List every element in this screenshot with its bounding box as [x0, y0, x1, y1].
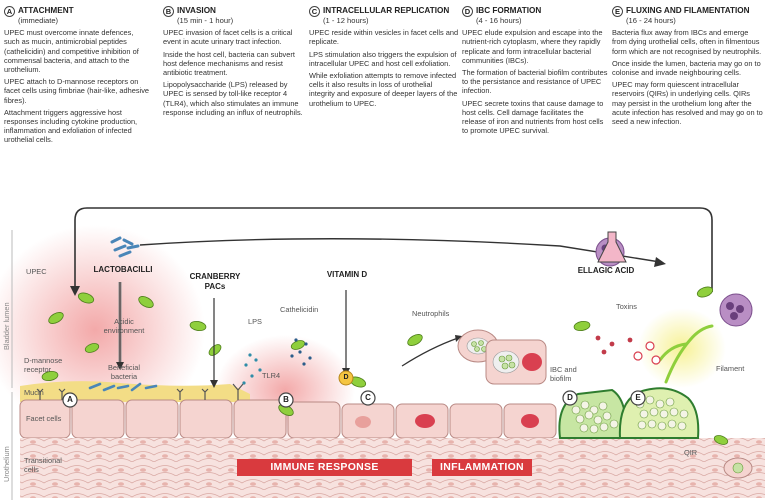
layer-label-facet: Facet cells: [26, 414, 62, 423]
label-vitamind: VITAMIN D: [326, 270, 368, 279]
stage-title: FLUXING AND FILAMENTATION: [626, 6, 750, 15]
marker-c: C: [365, 393, 371, 402]
stage-paragraph: While exfoliation attempts to remove inf…: [309, 71, 458, 108]
immune-response-band: IMMUNE RESPONSE: [270, 461, 379, 473]
stage-title: ATTACHMENT: [18, 6, 74, 15]
label-acidic: Acidic environment: [103, 317, 145, 335]
ibc-bacteria: [571, 395, 689, 434]
marker-e: E: [635, 393, 641, 402]
label-cranberry: CRANBERRY PACs: [189, 272, 241, 291]
stage-paragraph: Once inside the lumen, bacteria may go o…: [612, 58, 761, 78]
stage-paragraph: UPEC may form quiescent intracellular re…: [612, 80, 763, 127]
stage-letter: A: [4, 6, 15, 17]
beneficial-bacteria: [88, 382, 158, 392]
filament-bacteria: [658, 324, 714, 384]
stage-time: (immediate): [18, 16, 59, 25]
cathelicidin-dots: [290, 338, 312, 366]
stage-paragraph: The formation of bacterial biofilm contr…: [462, 68, 608, 96]
iron-particles: [633, 341, 661, 365]
stage-title: IBC FORMATION: [476, 6, 542, 15]
side-label-lumen: Bladder lumen: [2, 302, 11, 350]
stage-paragraph: UPEC must overcome innate defences, such…: [4, 28, 139, 75]
toxins: [595, 335, 633, 355]
label-filament: Filament: [716, 364, 745, 373]
stage-title: INVASION: [177, 6, 216, 15]
stage-paragraph: Lipopolysaccharide (LPS) released by UPE…: [163, 80, 303, 117]
flask-icon: [597, 231, 627, 263]
label-upec: UPEC: [26, 267, 47, 276]
mucin-layer: [20, 381, 250, 402]
inflammation-band-bg: [432, 459, 532, 476]
label-neutrophils: Neutrophils: [412, 309, 450, 318]
lactobacilli-cluster: [110, 236, 140, 258]
label-toxins: Toxins: [616, 302, 637, 311]
stage-paragraph: UPEC attach to D-mannose receptors on fa…: [4, 77, 150, 105]
label-dmannose: D-mannose receptor: [24, 356, 63, 374]
layer-label-transitional: Transitional cells: [24, 456, 62, 474]
stage-letter: E: [612, 6, 623, 17]
cycle-arrow: [74, 207, 713, 292]
label-beneficial: Beneficial bacteria: [107, 363, 141, 381]
label-ibc: IBC and biofilm: [550, 365, 577, 383]
label-cathelicidin: Cathelicidin: [280, 305, 319, 314]
label-qir: QIR: [684, 448, 698, 457]
marker-a: A: [67, 395, 73, 404]
stage-paragraph: Inside the host cell, bacteria can subve…: [163, 49, 295, 78]
stage-letter: D: [462, 6, 473, 17]
stage-paragraph: UPEC invasion of facet cells is a critic…: [163, 28, 293, 47]
layer-label-mucin: Mucin: [24, 388, 44, 397]
immune-band-bg: [237, 459, 412, 476]
stage-letter: B: [163, 6, 174, 17]
tlr4-receptor: [232, 383, 244, 400]
stage-markers: [62, 390, 646, 408]
dmannose-receptors: [36, 388, 209, 400]
vitamin-d-letter: D: [343, 374, 349, 381]
stage-time: (15 min - 1 hour): [177, 16, 234, 25]
marker-d: D: [567, 393, 573, 402]
stage-paragraph: UPEC secrete toxins that cause damage to…: [462, 98, 604, 136]
vitamin-d-badge: [338, 370, 354, 386]
upec-bacteria: [41, 286, 729, 445]
marker-b: B: [283, 395, 289, 404]
lps-dots: [242, 353, 262, 385]
stage-time: (4 - 16 hours): [476, 16, 522, 25]
stage-paragraph: UPEC elude expulsion and escape into the…: [462, 28, 603, 65]
stage-paragraph: Attachment triggers aggressive host resp…: [4, 107, 138, 145]
inflammation-band: INFLAMMATION: [440, 461, 524, 473]
stage-paragraph: LPS stimulation also triggers the expuls…: [309, 49, 457, 68]
stage-title: INTRACELLULAR REPLICATION: [323, 6, 450, 15]
label-lactobacilli: LACTOBACILLI: [93, 265, 153, 274]
stage-time: (1 - 12 hours): [323, 16, 369, 25]
stage-paragraph: UPEC reside within vesicles in facet cel…: [309, 28, 459, 47]
label-lps: LPS: [248, 317, 262, 326]
facet-cells: [19, 399, 557, 439]
stage-time: (16 - 24 hours): [626, 16, 676, 25]
label-ellagic: ELLAGIC ACID: [577, 266, 635, 275]
ellagic-arrow: [139, 238, 661, 263]
stage-letter: C: [309, 6, 320, 17]
label-tlr4: TLR4: [262, 371, 281, 380]
side-label-urothelium: Urothelium: [2, 446, 11, 482]
stage-paragraph: Bacteria flux away from IBCs and emerge …: [612, 28, 762, 56]
